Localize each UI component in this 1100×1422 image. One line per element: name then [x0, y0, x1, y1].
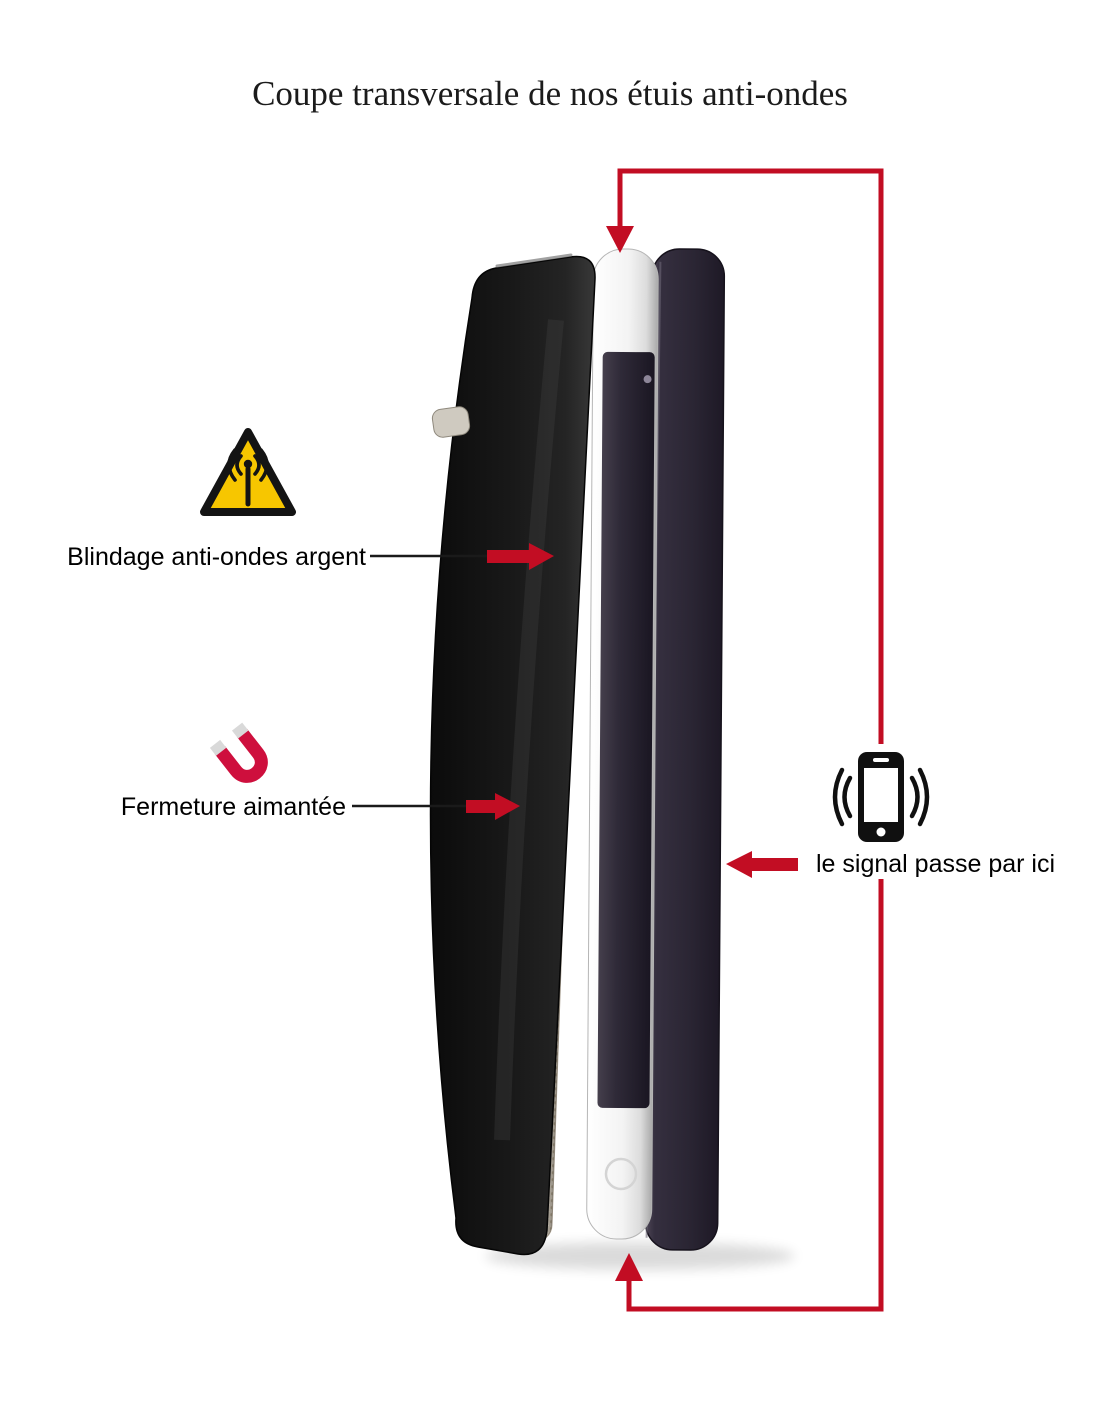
radiation-warning-icon — [200, 428, 296, 516]
front-leather-cover — [429, 253, 596, 1256]
annotation-closure-label: Fermeture aimantée — [120, 793, 346, 821]
front-camera-dot — [643, 375, 652, 384]
smartphone-signal-icon — [832, 752, 930, 842]
connector-bottom — [626, 850, 884, 1312]
camera-opening — [431, 406, 471, 438]
connector-top — [617, 168, 884, 744]
arrowhead-down — [606, 226, 634, 253]
annotation-signal-label: le signal passe par ici — [812, 849, 1060, 879]
cover-top-edge-highlight — [495, 253, 573, 268]
smartphone-layer — [586, 248, 659, 1240]
arrowhead-up — [615, 1253, 643, 1281]
signal-path-connector — [617, 168, 884, 1312]
annotation-shielding-label: Blindage anti-ondes argent — [67, 543, 366, 571]
leather-sheen — [494, 319, 564, 1141]
page-title: Coupe transversale de nos étuis anti-ond… — [252, 74, 848, 113]
signal-path-arrowheads — [606, 226, 643, 1281]
closure-pointer — [352, 793, 520, 820]
shielding-pointer — [370, 543, 554, 570]
phone-screen — [597, 351, 655, 1109]
ground-shadow — [485, 1242, 795, 1270]
signal-pointer — [726, 851, 798, 878]
magnet-icon — [209, 722, 268, 783]
home-button — [604, 1157, 638, 1191]
